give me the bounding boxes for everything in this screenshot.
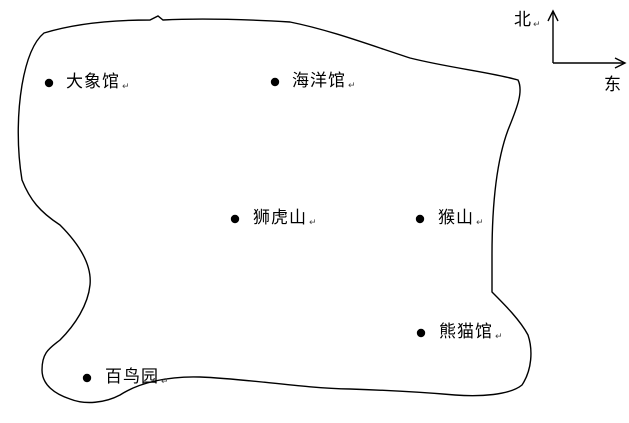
paragraph-mark: ↵ (309, 218, 318, 228)
east-label: 东 (604, 75, 621, 95)
paragraph-mark: ↵ (533, 20, 541, 30)
place-label-text: 熊猫馆 (439, 322, 493, 342)
place-label-text: 猴山 (438, 208, 474, 228)
east-arrow-head (614, 57, 627, 69)
place-bird-garden: 百鸟园↵ (105, 367, 170, 392)
place-elephant-hall: 大象馆↵ (66, 72, 131, 97)
aquarium-dot (270, 77, 280, 87)
north-label-text: 北 (514, 10, 531, 30)
place-monkey-hill: 猴山↵ (438, 208, 485, 233)
lion-tiger-hill-dot (230, 214, 240, 224)
paragraph-mark: ↵ (348, 81, 357, 91)
place-label-text: 大象馆 (66, 72, 120, 92)
place-label-text: 海洋馆 (292, 71, 346, 91)
paragraph-mark: ↵ (476, 218, 485, 228)
bird-garden-dot (82, 373, 92, 383)
place-label-text: 狮虎山 (253, 208, 307, 228)
north-arrow-head (547, 9, 559, 22)
zoo-boundary (17, 15, 532, 404)
paragraph-mark: ↵ (161, 377, 170, 387)
place-lion-tiger-hill: 狮虎山↵ (253, 208, 318, 233)
monkey-hill-dot (415, 214, 425, 224)
place-label-text: 百鸟园 (105, 367, 159, 387)
paragraph-mark: ↵ (122, 82, 131, 92)
place-aquarium: 海洋馆↵ (292, 71, 357, 96)
east-label-text: 东 (604, 75, 621, 95)
panda-hall-dot (416, 328, 426, 338)
place-panda-hall: 熊猫馆↵ (439, 322, 504, 347)
north-label: 北↵ (514, 10, 541, 35)
elephant-hall-dot (44, 78, 54, 88)
paragraph-mark: ↵ (495, 332, 504, 342)
compass (547, 9, 627, 69)
